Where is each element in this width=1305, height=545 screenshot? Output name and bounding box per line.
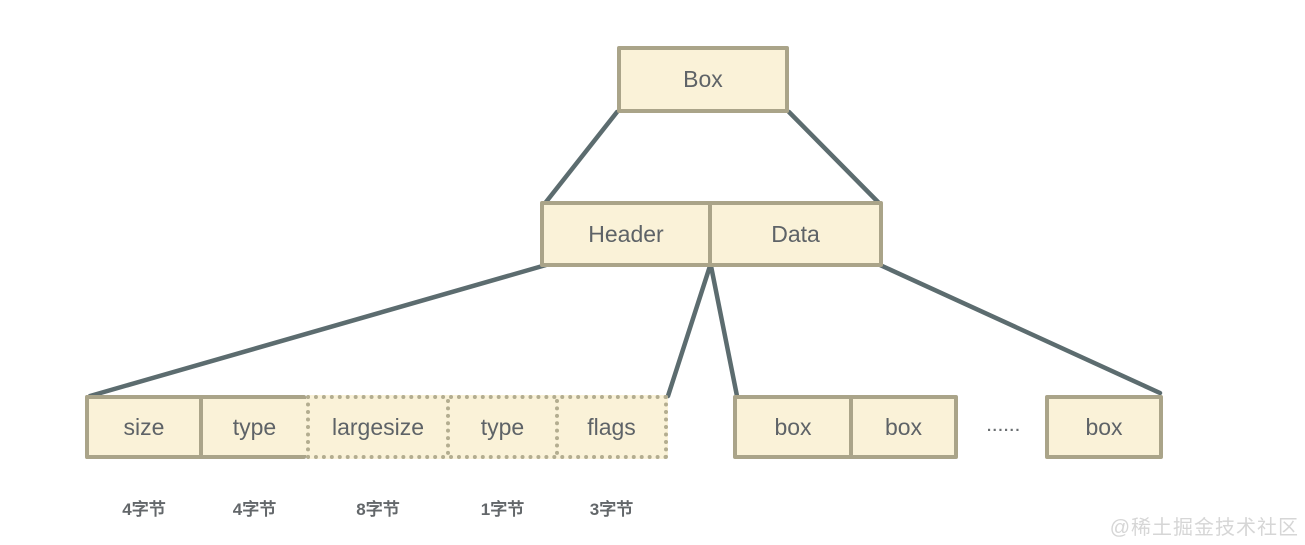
connector-header-to-fields-left <box>87 262 549 399</box>
field-type2: type 1字节 <box>446 399 555 519</box>
field-type-label: type <box>232 413 277 440</box>
connector-box-to-header <box>543 109 620 205</box>
box-node-data: Data <box>708 205 879 263</box>
watermark: @稀土掘金技术社区 <box>1109 517 1299 539</box>
field-largesize-label: largesize <box>331 413 425 440</box>
field-flags-bytes: 3字节 <box>589 500 634 519</box>
header-fields-dotted-group: largesize 8字节 type 1字节 flags 3字节 <box>306 395 668 520</box>
connector-header-to-fields-right <box>665 263 713 399</box>
connector-data-to-childbox-left <box>708 263 740 399</box>
field-flags: flags 3字节 <box>555 399 664 519</box>
child-box-2: box <box>849 399 954 455</box>
header-data-group: Header Data <box>540 201 883 267</box>
field-size: size 4字节 <box>89 399 199 520</box>
field-size-label: size <box>123 413 165 440</box>
box-node-root-label: Box <box>683 66 723 92</box>
connector-data-to-childbox-right <box>877 262 1163 396</box>
child-box-1: box <box>737 399 849 455</box>
field-largesize: largesize 8字节 <box>310 399 446 520</box>
field-size-bytes: 4字节 <box>122 500 166 519</box>
child-box-3: box <box>1045 395 1163 459</box>
child-box-pair-group: box box <box>733 395 958 459</box>
header-fields-solid-group: size 4字节 type 4字节 <box>85 395 306 520</box>
box-node-root: Box <box>617 46 789 113</box>
field-type-bytes: 4字节 <box>232 500 277 519</box>
connector-box-to-data <box>786 109 881 205</box>
ellipsis-dots: ...... <box>986 418 1021 435</box>
field-largesize-bytes: 8字节 <box>356 500 400 519</box>
field-type2-label: type <box>480 413 525 440</box>
box-node-data-label: Data <box>771 220 820 247</box>
child-box-3-label: box <box>1085 413 1123 440</box>
field-type2-bytes: 1字节 <box>480 500 525 519</box>
box-node-header-label: Header <box>588 220 664 247</box>
child-box-1-label: box <box>774 413 812 440</box>
child-box-2-label: box <box>884 413 923 440</box>
field-type: type 4字节 <box>199 399 306 519</box>
box-node-header: Header <box>544 205 708 263</box>
field-flags-label: flags <box>587 413 636 440</box>
